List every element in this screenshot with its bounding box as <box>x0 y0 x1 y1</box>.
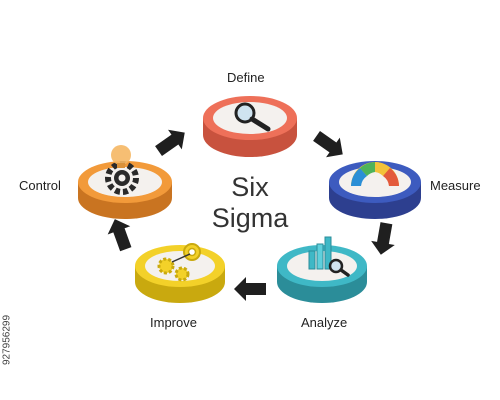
bar-chart-magnifier-icon <box>308 236 350 277</box>
improve-disc <box>135 243 225 303</box>
arrow-define-to-measure <box>309 126 350 165</box>
arrow-measure-to-analyze <box>369 221 399 257</box>
define-disc <box>203 96 297 157</box>
analyze-label: Analyze <box>301 315 348 330</box>
gear-lightbulb-icon <box>105 145 139 195</box>
control-label: Control <box>19 178 61 193</box>
gears-target-icon <box>157 243 201 282</box>
arrow-improve-to-control <box>103 214 138 254</box>
stock-id-text: 927956299 <box>1 314 13 366</box>
arrow-control-to-define <box>151 122 192 161</box>
improve-label: Improve <box>150 315 197 330</box>
measure-label: Measure <box>430 178 481 193</box>
title-line-2: Sigma <box>211 203 289 233</box>
magnifier-icon <box>234 102 271 132</box>
stock-id-watermark: 927956299 <box>1 285 13 395</box>
analyze-disc <box>277 236 367 303</box>
measure-disc <box>329 161 421 219</box>
gauge-icon <box>351 162 399 186</box>
control-disc <box>78 145 172 219</box>
title-line-1: Six <box>231 172 269 202</box>
define-label: Define <box>227 70 265 85</box>
arrow-analyze-to-improve <box>234 277 266 301</box>
diagram-title: Six Sigma <box>200 172 300 234</box>
